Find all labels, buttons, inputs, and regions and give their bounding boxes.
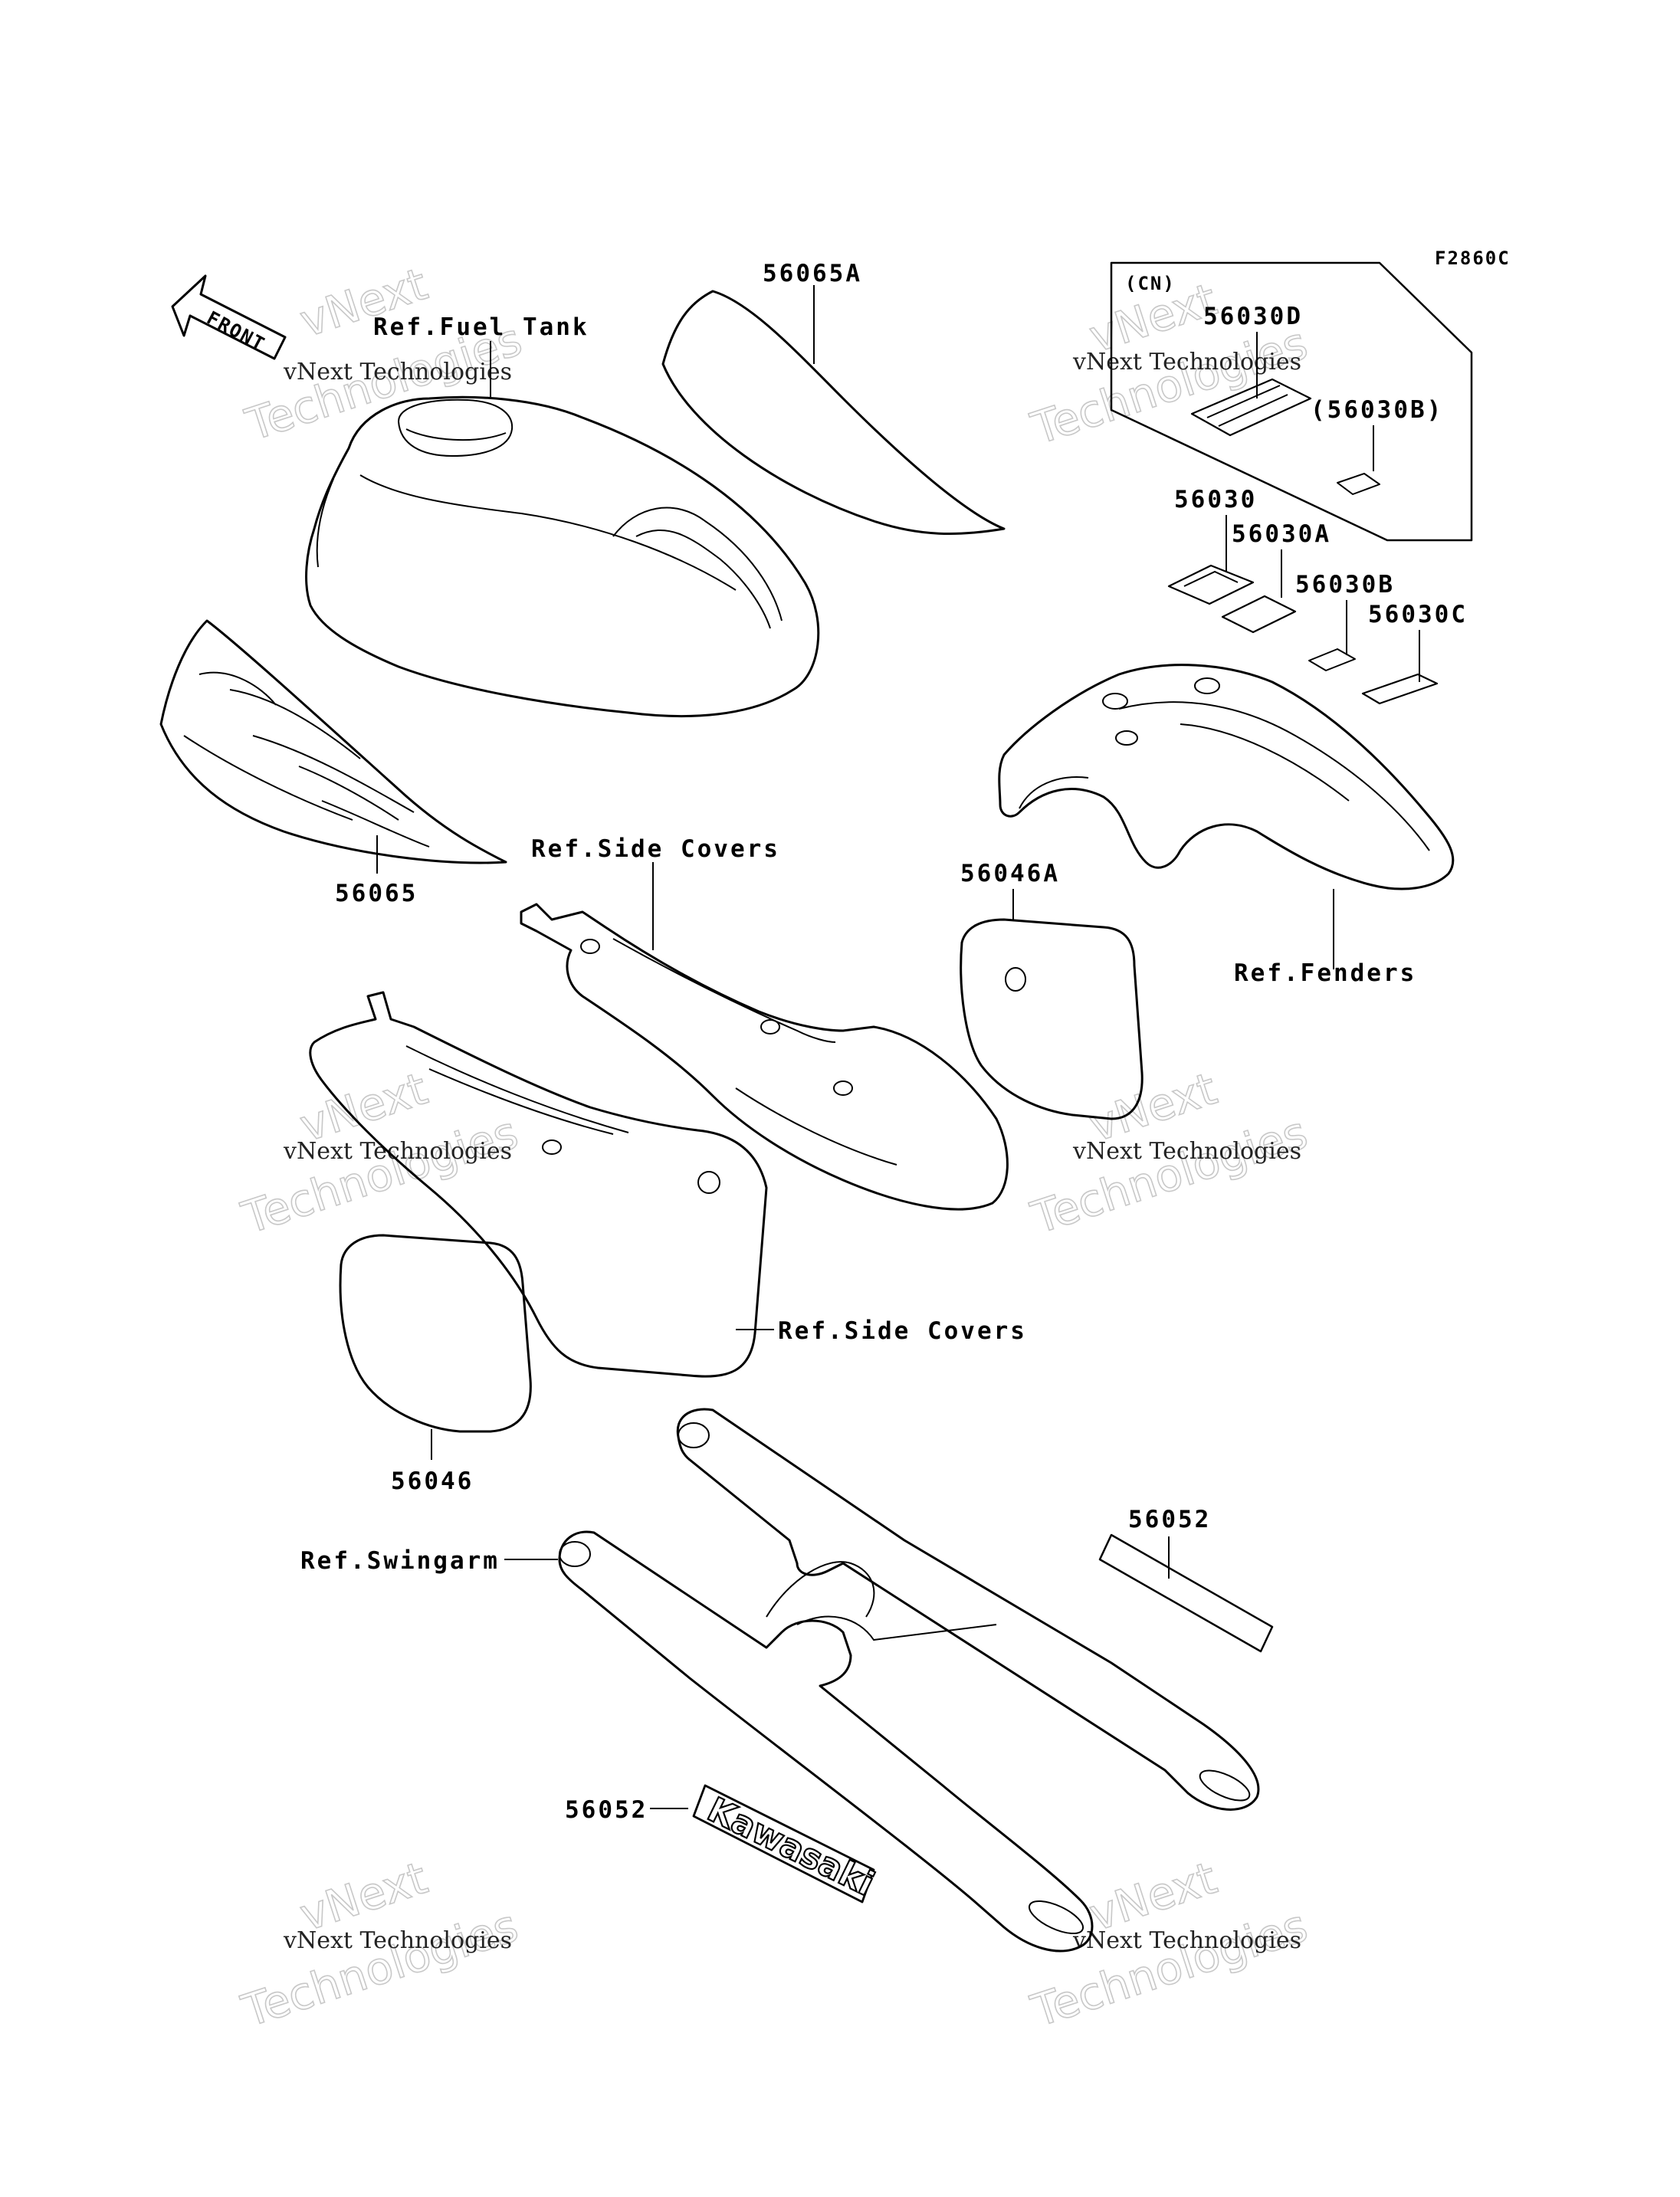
decal-56030 — [1167, 564, 1255, 605]
decal-56046 — [339, 1234, 532, 1433]
callout-56030B-cn: (56030B) — [1311, 396, 1443, 424]
callout-56065: 56065 — [335, 880, 418, 907]
svg-text:Technologies: Technologies — [1025, 1900, 1313, 2038]
watermark-top-right: vNext Technologies vNext Technologies — [1025, 272, 1314, 455]
svg-text:vNext Technologies: vNext Technologies — [1072, 1138, 1301, 1165]
callout-56030: 56030 — [1174, 486, 1257, 513]
decal-56046A — [960, 918, 1144, 1120]
front-arrow-label: FRONT — [203, 307, 269, 356]
callout-ref-fenders: Ref.Fenders — [1234, 959, 1416, 987]
watermark-bottom-right: vNext Technologies vNext Technologies — [1025, 1851, 1314, 2038]
watermark-mid-left: vNext Technologies vNext Technologies — [235, 1061, 525, 1244]
side-cover-upper-outline — [520, 903, 1009, 1211]
callout-ref-side-covers-upper: Ref.Side Covers — [531, 835, 780, 863]
decal-56052-plain — [1098, 1533, 1274, 1653]
figure-code: F2860C — [1435, 248, 1511, 269]
swingarm-outline — [558, 1408, 1260, 1953]
decal-56065 — [159, 619, 507, 864]
svg-text:vNext Technologies: vNext Technologies — [1072, 349, 1301, 375]
decal-56030A — [1221, 595, 1297, 634]
front-arrow-icon: FRONT — [171, 274, 287, 360]
svg-text:vNext Technologies: vNext Technologies — [283, 1927, 512, 1954]
callout-56046A: 56046A — [960, 860, 1060, 887]
side-cover-lower-outline — [309, 991, 768, 1378]
svg-text:vNext Technologies: vNext Technologies — [1072, 1927, 1301, 1954]
callout-56030B: 56030B — [1295, 571, 1395, 598]
svg-text:vNext Technologies: vNext Technologies — [283, 359, 512, 385]
callout-ref-swingarm: Ref.Swingarm — [300, 1547, 500, 1575]
callout-ref-fuel-tank: Ref.Fuel Tank — [373, 313, 589, 341]
watermark-bottom-left: vNext Technologies vNext Technologies — [235, 1851, 525, 2038]
callout-ref-side-covers-lower: Ref.Side Covers — [778, 1317, 1027, 1345]
watermark-top-left: vNext Technologies vNext Technologies — [239, 257, 529, 451]
decal-56065A — [661, 290, 1006, 536]
cn-group-box — [1110, 261, 1473, 542]
callout-56030A: 56030A — [1232, 520, 1331, 548]
watermark-mid-right: vNext Technologies vNext Technologies — [1025, 1061, 1314, 1244]
decal-56030C — [1361, 673, 1439, 705]
kawasaki-logo: Kawasaki — [701, 1790, 880, 1904]
decal-56030D — [1190, 378, 1312, 437]
callout-56030C: 56030C — [1368, 601, 1468, 628]
decal-56030B — [1308, 648, 1356, 671]
callout-56065A: 56065A — [763, 260, 862, 287]
callout-56030D: 56030D — [1203, 303, 1303, 330]
rear-fender-outline — [998, 664, 1455, 890]
fuel-tank-outline — [305, 395, 820, 718]
callout-56046: 56046 — [391, 1467, 474, 1495]
callout-56052-lower: 56052 — [565, 1796, 648, 1824]
svg-text:Technologies: Technologies — [235, 1900, 523, 2038]
decal-56030B-cn — [1337, 473, 1380, 495]
callout-56052-upper: 56052 — [1128, 1506, 1211, 1533]
cn-group-label: (CN) — [1125, 273, 1176, 294]
